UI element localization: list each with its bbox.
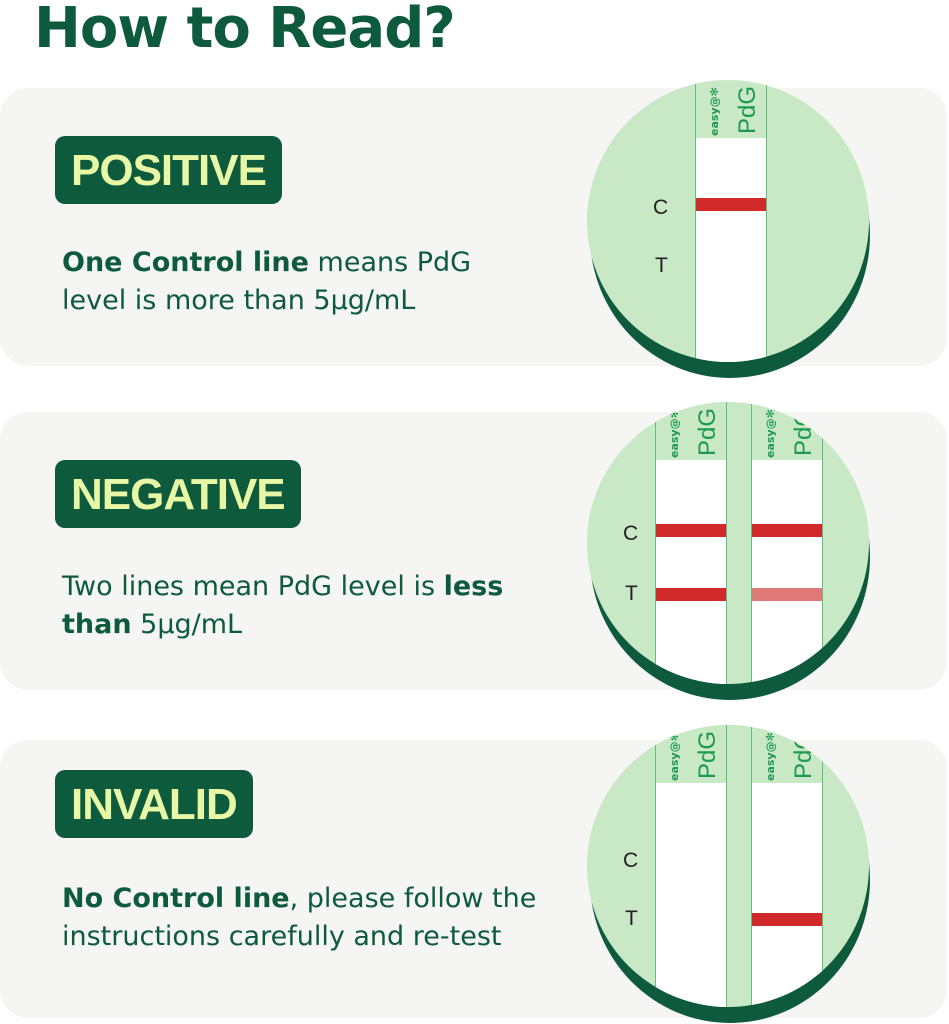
faint-test-line <box>752 588 822 601</box>
invalid-test-strip-1: easy@✻ PdG <box>655 725 727 1007</box>
strip-pdg-label: PdG <box>790 407 817 456</box>
strip-brand: easy@✻ <box>708 87 721 136</box>
strip-header: easy@✻ PdG <box>696 80 766 138</box>
label-c: C <box>623 849 639 872</box>
strip-header: easy@✻ PdG <box>752 402 822 460</box>
strip-header: easy@✻ PdG <box>656 402 726 460</box>
positive-test-window: easy@✻ PdG C T <box>587 80 869 362</box>
invalid-description: No Control line, please follow the instr… <box>62 880 552 956</box>
negative-description: Two lines mean PdG level is less than 5μ… <box>62 568 542 644</box>
negative-test-strip-2: easy@✻ PdG <box>751 402 823 684</box>
strip-pdg-label: PdG <box>734 85 761 134</box>
invalid-test-window: easy@✻ PdG easy@✻ PdG C T <box>587 725 869 1007</box>
strip-brand: easy@✻ <box>764 409 777 458</box>
strip-header: easy@✻ PdG <box>656 725 726 783</box>
strip-pdg-label: PdG <box>694 730 721 779</box>
strip-brand: easy@✻ <box>668 409 681 458</box>
positive-badge: POSITIVE <box>55 136 282 204</box>
label-t: T <box>625 907 638 930</box>
negative-badge: NEGATIVE <box>55 460 301 528</box>
invalid-badge: INVALID <box>55 770 253 838</box>
invalid-description-text: , please follow the instructions careful… <box>62 883 537 952</box>
strip-brand: easy@✻ <box>764 732 777 781</box>
negative-description-text: Two lines mean PdG level is <box>62 571 444 602</box>
label-c: C <box>623 522 639 545</box>
strip-brand: easy@✻ <box>668 732 681 781</box>
strip-pdg-label: PdG <box>694 407 721 456</box>
control-line <box>696 198 766 211</box>
control-line <box>752 524 822 537</box>
positive-description-bold: One Control line <box>62 247 309 278</box>
negative-description-unit: 5μg/mL <box>131 609 243 640</box>
label-t: T <box>655 254 668 277</box>
test-line <box>752 913 822 926</box>
strip-header: easy@✻ PdG <box>752 725 822 783</box>
page-title: How to Read? <box>34 0 456 61</box>
negative-test-strip-1: easy@✻ PdG <box>655 402 727 684</box>
positive-test-strip: easy@✻ PdG <box>695 80 767 362</box>
invalid-test-strip-2: easy@✻ PdG <box>751 725 823 1007</box>
label-t: T <box>625 582 638 605</box>
positive-description: One Control line means PdG level is more… <box>62 244 542 320</box>
test-line <box>656 588 726 601</box>
control-line <box>656 524 726 537</box>
negative-test-window: easy@✻ PdG easy@✻ PdG C T <box>587 402 869 684</box>
invalid-description-bold: No Control line <box>62 883 290 914</box>
negative-description-bold: less than <box>62 571 504 640</box>
positive-description-text: means PdG level is more than 5μg/mL <box>62 247 472 316</box>
strip-pdg-label: PdG <box>790 730 817 779</box>
label-c: C <box>653 196 669 219</box>
